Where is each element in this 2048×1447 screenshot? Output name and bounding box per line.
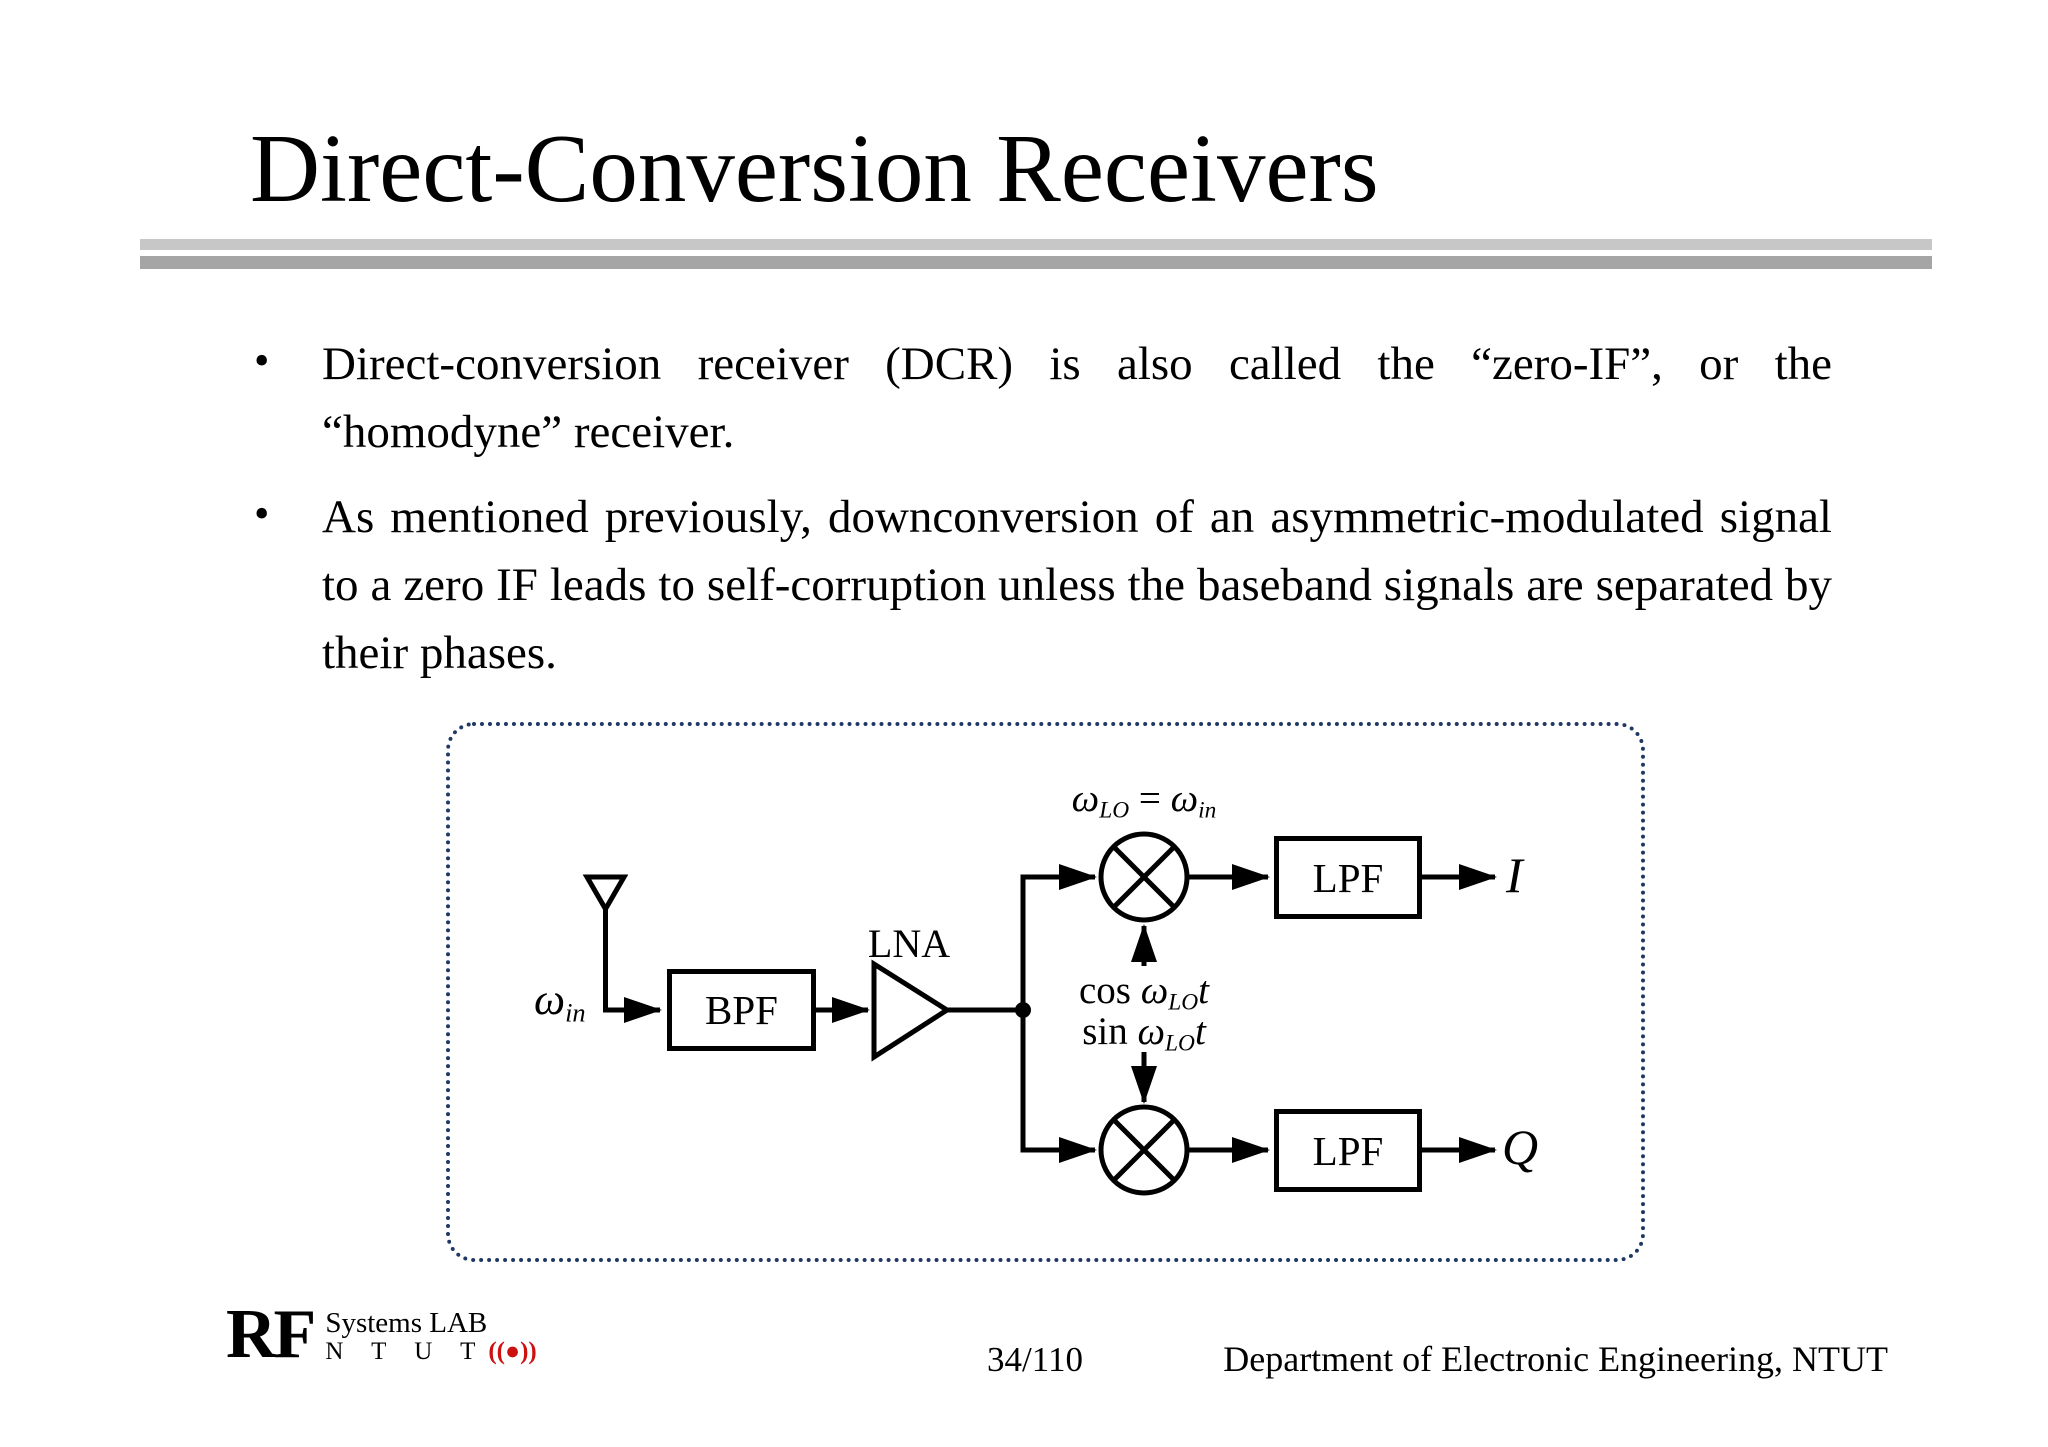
lo-condition-label: ωLO = ωin <box>1071 777 1217 824</box>
title-divider-dark <box>140 256 1932 269</box>
logo-ntut-text: N T U T <box>325 1338 487 1365</box>
lo-sin-label: sin ωLOt <box>1082 1010 1206 1057</box>
bpf-block: BPF <box>667 969 816 1051</box>
list-item: • As mentioned previously, downconversio… <box>252 483 1832 687</box>
title-divider-light <box>140 239 1932 250</box>
lpf-top-block: LPF <box>1274 836 1422 919</box>
list-item: • Direct-conversion receiver (DCR) is al… <box>252 330 1832 466</box>
bullet-icon: • <box>254 489 270 538</box>
antenna-icon <box>582 874 629 1010</box>
page-number: 34/110 <box>987 1340 1083 1379</box>
bullet-text: As mentioned previously, downconversion … <box>322 491 1832 679</box>
output-q-label: Q <box>1502 1119 1539 1175</box>
lna-label: LNA <box>867 921 951 966</box>
mixer-icon-upper <box>1098 831 1190 923</box>
bullet-list: • Direct-conversion receiver (DCR) is al… <box>252 330 1832 687</box>
input-frequency-label: ωin <box>534 975 586 1028</box>
radio-wave-icon: ((●)) <box>488 1338 537 1365</box>
bullet-icon: • <box>254 336 270 385</box>
lna-amplifier-icon <box>871 959 952 1062</box>
page-title: Direct-Conversion Receivers <box>250 115 1379 222</box>
output-i-label: I <box>1506 847 1523 903</box>
bullet-text: Direct-conversion receiver (DCR) is also… <box>322 338 1832 458</box>
receiver-block-diagram-svg <box>582 831 1497 1196</box>
logo-rf-text: RF <box>226 1296 316 1373</box>
mixer-icon-lower <box>1098 1104 1190 1196</box>
department-text: Department of Electronic Engineering, NT… <box>1223 1339 1888 1379</box>
bpf-label: BPF <box>705 987 778 1033</box>
lpf-bottom-label: LPF <box>1312 1127 1384 1174</box>
lo-cos-label: cos ωLOt <box>1078 969 1210 1016</box>
logo-systems-lab-text: Systems LAB <box>325 1307 488 1339</box>
receiver-block-diagram: BPF LPF LPF ωin LNA ωLO = ωin cos ωLOt s… <box>446 722 1645 1262</box>
rf-systems-lab-logo: RF Systems LAB N T U T ((●)) <box>226 1296 537 1373</box>
lpf-bottom-block: LPF <box>1274 1109 1422 1192</box>
lpf-top-label: LPF <box>1312 854 1384 901</box>
